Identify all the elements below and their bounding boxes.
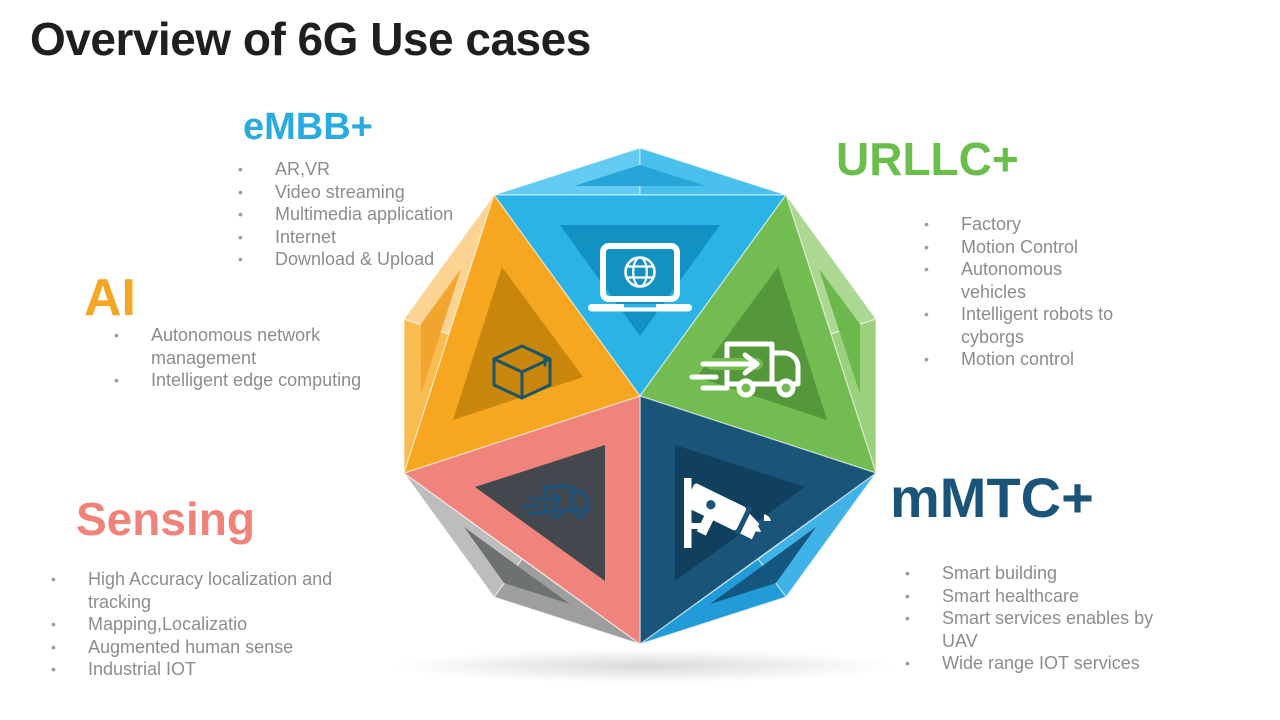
bullet-text: Factory — [961, 214, 1022, 234]
bullet-icon: • — [924, 306, 929, 322]
list-item: • Autonomous vehicles — [921, 258, 1121, 303]
bullet-text: Industrial IOT — [88, 659, 197, 679]
list-item: • Intelligent robots to cyborgs — [921, 303, 1121, 348]
chevron-right — [819, 269, 860, 394]
bullet-text: Intelligent edge computing — [151, 370, 362, 390]
list-item: • High Accuracy localization and tracking — [48, 568, 343, 613]
bullet-text: Autonomous vehicles — [961, 259, 1063, 302]
list-item: • Motion Control — [921, 236, 1121, 259]
bullet-icon: • — [238, 161, 243, 177]
facet-top-half — [639, 147, 787, 196]
bullet-text: Augmented human sense — [88, 636, 294, 657]
chevron-bottom-right — [710, 527, 816, 604]
list-item: • Download & Upload — [235, 248, 483, 271]
bullet-text: Intelligent robots to cyborgs — [961, 304, 1114, 347]
list-item: • AR,VR — [235, 158, 483, 181]
bullet-icon: • — [51, 571, 56, 587]
bullet-icon: • — [924, 351, 929, 367]
delivery-truck-small-icon — [521, 485, 590, 519]
facet-top-half — [493, 147, 641, 196]
laptop-globe-icon — [588, 243, 692, 312]
list-item: • Autonomous network management — [111, 324, 373, 369]
list-item: • Multimedia application — [235, 203, 483, 226]
embb-list: • AR,VR • Video streaming • Multimedia applic… — [235, 158, 483, 271]
page-title: Overview of 6G Use cases — [30, 13, 591, 65]
bullet-text: Multimedia application — [275, 204, 454, 224]
urllc-list: • Factory • Motion Control • Autonomous vehic… — [921, 213, 1121, 371]
heading-mmtc: mMTC+ — [890, 466, 1094, 529]
bullet-text: Smart services enables by UAV — [942, 608, 1154, 651]
bullet-icon: • — [238, 228, 243, 245]
bullet-icon: • — [905, 587, 910, 604]
list-item: • Factory — [921, 213, 1121, 236]
heading-urllc: URLLC+ — [836, 133, 1019, 185]
outer-facets — [403, 147, 877, 645]
mmtc-list: • Smart building • Smart healthcare • Smart s… — [902, 562, 1157, 675]
heading-ai: AI — [84, 269, 136, 327]
bullet-text: High Accuracy localization and tracking — [88, 569, 333, 612]
bullet-text: Smart building — [942, 563, 1058, 583]
ai-list: • Autonomous network management • Intellige… — [111, 324, 373, 392]
heading-sensing: Sensing — [76, 493, 255, 545]
bullet-icon: • — [114, 327, 119, 343]
bullet-icon: • — [905, 610, 910, 626]
list-item: • Video streaming — [235, 181, 483, 204]
bullet-text: Autonomous network management — [151, 325, 321, 368]
bullet-icon: • — [905, 655, 910, 671]
list-item: • Intelligent edge computing — [111, 369, 373, 392]
facet-chevrons — [421, 165, 860, 604]
bullet-text: AR,VR — [275, 159, 331, 179]
bullet-text: Wide range IOT services — [942, 653, 1140, 673]
list-item: • Internet — [235, 226, 483, 249]
bullet-icon: • — [51, 616, 56, 632]
ball-shadow — [393, 649, 897, 683]
list-item: • Mapping,Localizatio — [48, 613, 343, 636]
sensing-list: • High Accuracy localization and tracking… — [48, 568, 343, 681]
bullet-text: Download & Upload — [275, 249, 435, 269]
bullet-icon: • — [238, 251, 243, 267]
bullet-icon: • — [114, 372, 119, 388]
bullet-icon: • — [924, 216, 929, 232]
cctv-camera-icon — [684, 478, 771, 548]
bullet-text: Motion control — [961, 349, 1075, 369]
bullet-icon: • — [924, 238, 929, 255]
list-item: • Industrial IOT — [48, 658, 343, 681]
list-item: • Smart services enables by UAV — [902, 607, 1157, 652]
delivery-truck-icon — [689, 341, 801, 398]
bullet-text: Smart healthcare — [942, 585, 1080, 606]
bullet-text: Video streaming — [275, 181, 405, 202]
bullet-text: Internet — [275, 226, 337, 247]
package-box-icon — [492, 344, 552, 400]
chevron-left — [421, 269, 461, 394]
heading-embb: eMBB+ — [243, 106, 373, 148]
bullet-icon: • — [51, 638, 56, 655]
bullet-icon: • — [51, 661, 56, 677]
bullet-icon: • — [924, 261, 929, 277]
bullet-icon: • — [238, 183, 243, 200]
chevron-top — [574, 165, 706, 186]
bullet-icon: • — [238, 206, 243, 222]
list-item: • Smart building — [902, 562, 1157, 585]
list-item: • Smart healthcare — [902, 585, 1157, 608]
bullet-icon: • — [905, 565, 910, 581]
list-item: • Wide range IOT services — [902, 652, 1157, 675]
bullet-text: Mapping,Localizatio — [88, 614, 248, 634]
chevron-bottom-left — [464, 527, 570, 604]
list-item: • Motion control — [921, 348, 1121, 371]
bullet-text: Motion Control — [961, 236, 1079, 257]
list-item: • Augmented human sense — [48, 636, 343, 659]
